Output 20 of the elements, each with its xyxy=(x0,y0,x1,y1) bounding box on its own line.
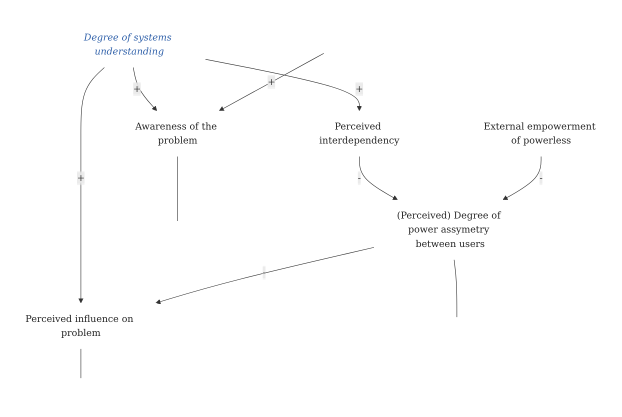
edge-label: + xyxy=(355,83,364,94)
node-text: Perceived interdependency xyxy=(319,120,400,146)
arrow xyxy=(502,156,542,200)
node-text: External empowerment of powerless xyxy=(484,120,596,146)
arrow xyxy=(205,58,362,111)
edge-label: - xyxy=(358,172,361,184)
arrow xyxy=(133,66,158,111)
edge-label: - xyxy=(262,266,266,278)
arrow xyxy=(359,156,398,200)
node-text: Perceived influence on problem xyxy=(25,312,134,338)
node-text: (Perceived) Degree of power assymetry between users xyxy=(396,210,501,249)
edge-label: - xyxy=(540,172,543,184)
arrow xyxy=(156,246,374,304)
node-text: Awareness of the problem xyxy=(135,120,217,146)
arrow xyxy=(78,66,105,304)
arrow xyxy=(219,52,324,111)
edge-label: + xyxy=(76,172,85,184)
node-text: Degree of systems understanding xyxy=(84,31,172,57)
edge-label: + xyxy=(268,76,276,88)
edge-label: + xyxy=(133,83,142,94)
